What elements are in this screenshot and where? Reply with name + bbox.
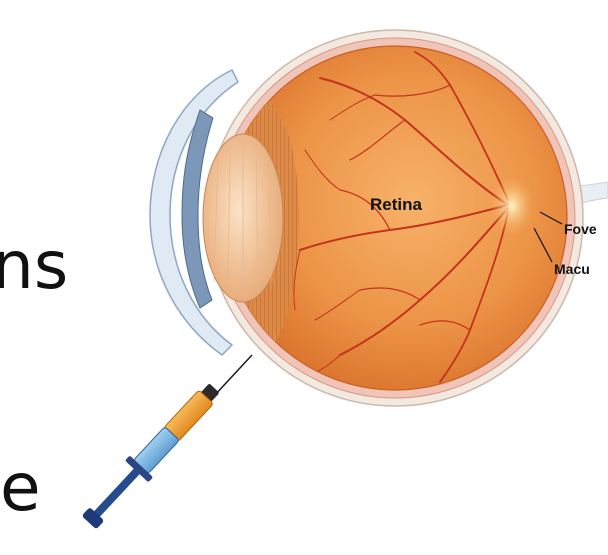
fovea-label: Fove (564, 221, 597, 237)
macula-label: Macu (554, 261, 590, 277)
fovea (490, 176, 534, 236)
syringe-icon (77, 377, 226, 533)
syringe-needle (214, 355, 252, 396)
syringe-plunger-rod (93, 467, 141, 518)
retina-label: Retina (370, 195, 423, 214)
